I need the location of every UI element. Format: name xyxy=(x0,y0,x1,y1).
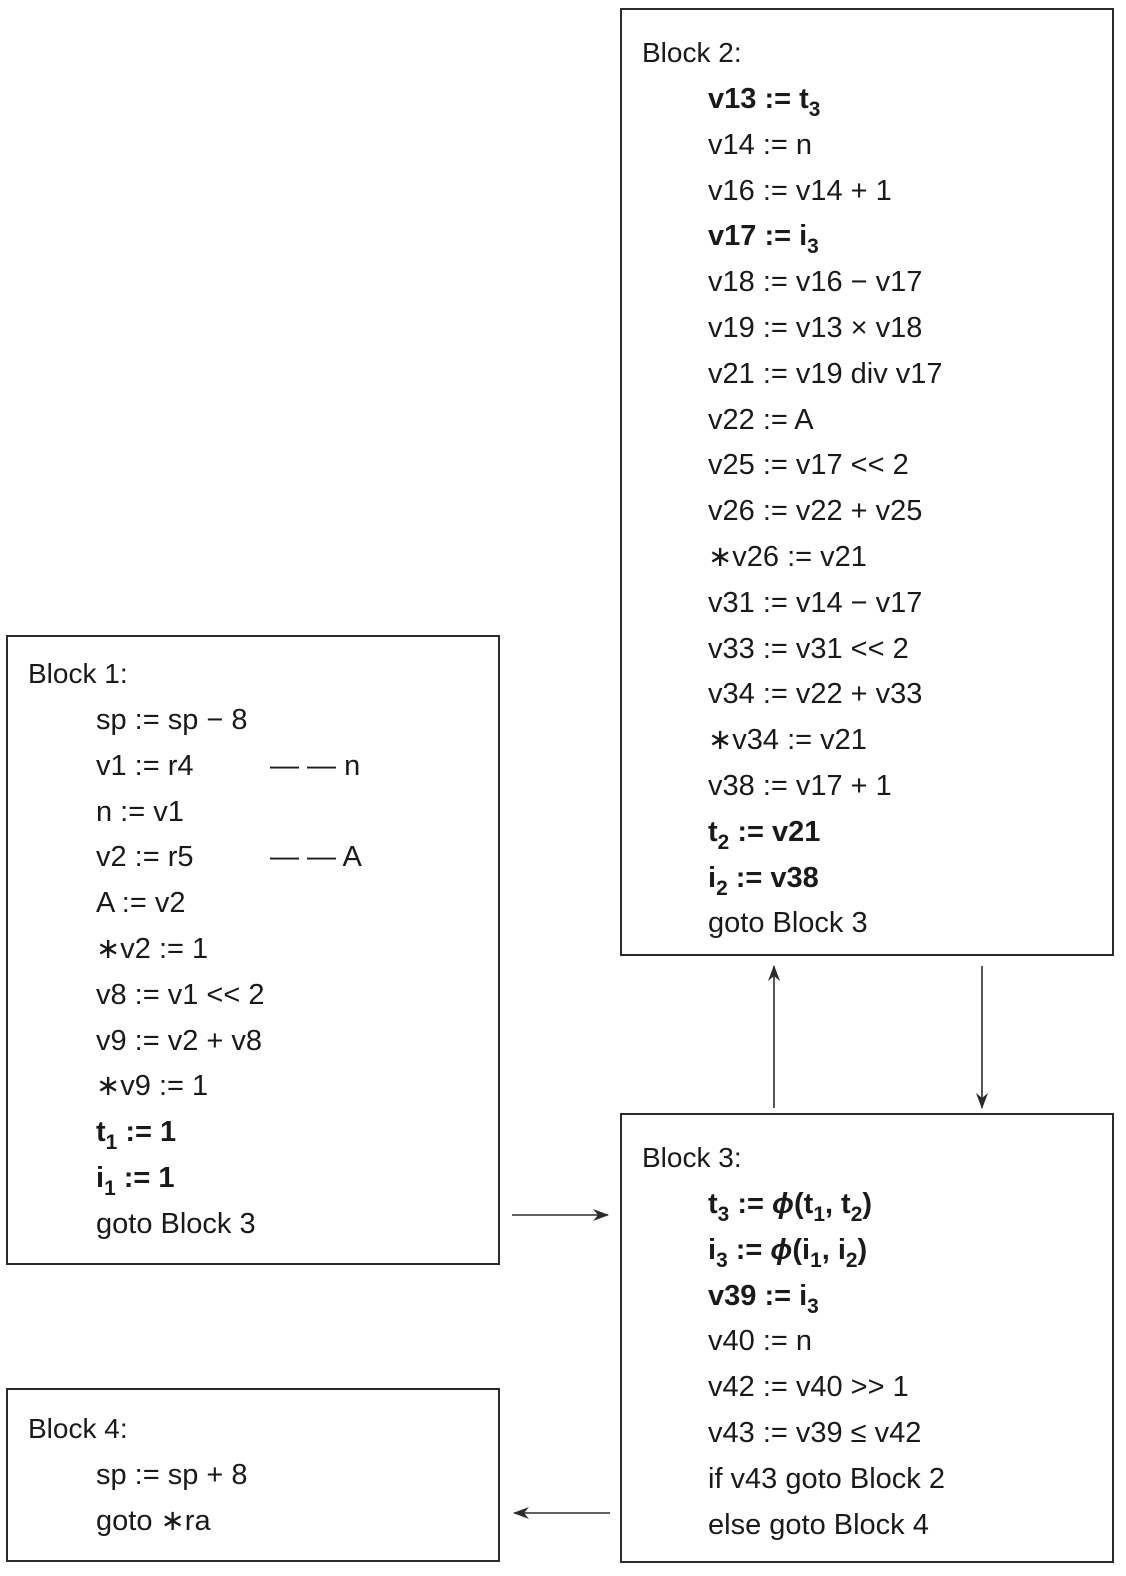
code-line: v42 := v40 >> 1 xyxy=(708,1371,909,1404)
code-line: v25 := v17 << 2 xyxy=(708,449,909,482)
code-line: i2 := v38 xyxy=(708,861,819,900)
code-line: n := v1 xyxy=(96,795,184,828)
code-comment: — — A xyxy=(270,841,362,874)
code-line: v17 := i3 xyxy=(708,220,819,259)
code-line: sp := sp − 8 xyxy=(96,704,248,736)
code-line: ∗v9 := 1 xyxy=(96,1070,209,1103)
code-line: sp := sp + 8 xyxy=(96,1459,248,1491)
code-line: v19 := v13 × v18 xyxy=(708,312,923,344)
code-line: v1 := r4 xyxy=(96,749,194,782)
code-line: ∗v2 := 1 xyxy=(96,933,209,965)
code-line: v40 := n xyxy=(708,1325,812,1358)
code-comment: — — n xyxy=(270,749,361,782)
code-line: v13 := t3 xyxy=(708,83,821,121)
code-line: v8 := v1 << 2 xyxy=(96,978,265,1011)
code-line: v43 := v39 ≤ v42 xyxy=(708,1417,922,1449)
block-3-title: Block 3: xyxy=(642,1142,742,1173)
code-line: v38 := v17 + 1 xyxy=(708,770,892,802)
code-line: goto Block 3 xyxy=(96,1207,256,1240)
code-line: goto ∗ra xyxy=(96,1504,211,1537)
code-line: t3 := ϕ(t1, t2) xyxy=(708,1188,873,1226)
code-line: v18 := v16 − v17 xyxy=(708,266,923,299)
code-line: v34 := v22 + v33 xyxy=(708,678,923,711)
code-line: t2 := v21 xyxy=(708,815,821,854)
code-line: t1 := 1 xyxy=(96,1116,177,1155)
code-line: i3 := ϕ(i1, i2) xyxy=(708,1233,868,1272)
block-4-title: Block 4: xyxy=(28,1413,128,1444)
code-line: if v43 goto Block 2 xyxy=(708,1462,945,1495)
code-line: A := v2 xyxy=(96,887,186,920)
block-3: Block 3: t3 := ϕ(t1, t2) i3 := ϕ(i1, i2) v… xyxy=(620,1113,1114,1563)
code-line: v33 := v31 << 2 xyxy=(708,632,909,665)
code-line: v16 := v14 + 1 xyxy=(708,174,892,207)
code-line: v39 := i3 xyxy=(708,1279,819,1318)
code-line: v31 := v14 − v17 xyxy=(708,586,923,619)
code-line: ∗v26 := v21 xyxy=(708,541,867,573)
block-4: Block 4: sp := sp + 8 goto ∗ra xyxy=(6,1388,500,1562)
code-line: v2 := r5 xyxy=(96,841,194,874)
code-line: v21 := v19 div v17 xyxy=(708,357,943,390)
code-line: i1 := 1 xyxy=(96,1162,175,1200)
code-line: v9 := v2 + v8 xyxy=(96,1024,263,1057)
block-2-title: Block 2: xyxy=(642,37,742,68)
code-line: v14 := n xyxy=(708,128,812,161)
code-line: else goto Block 4 xyxy=(708,1508,929,1541)
code-line: goto Block 3 xyxy=(708,907,868,940)
block-1: Block 1: sp := sp − 8 v1 := r4 — — n n := v… xyxy=(6,635,500,1265)
code-line: ∗v34 := v21 xyxy=(708,724,867,757)
code-line: v26 := v22 + v25 xyxy=(708,495,923,528)
block-1-title: Block 1: xyxy=(28,658,128,689)
code-line: v22 := A xyxy=(708,403,814,436)
block-2: Block 2: v13 := t3 v14 := n v16 := v14 + 1… xyxy=(620,8,1114,956)
